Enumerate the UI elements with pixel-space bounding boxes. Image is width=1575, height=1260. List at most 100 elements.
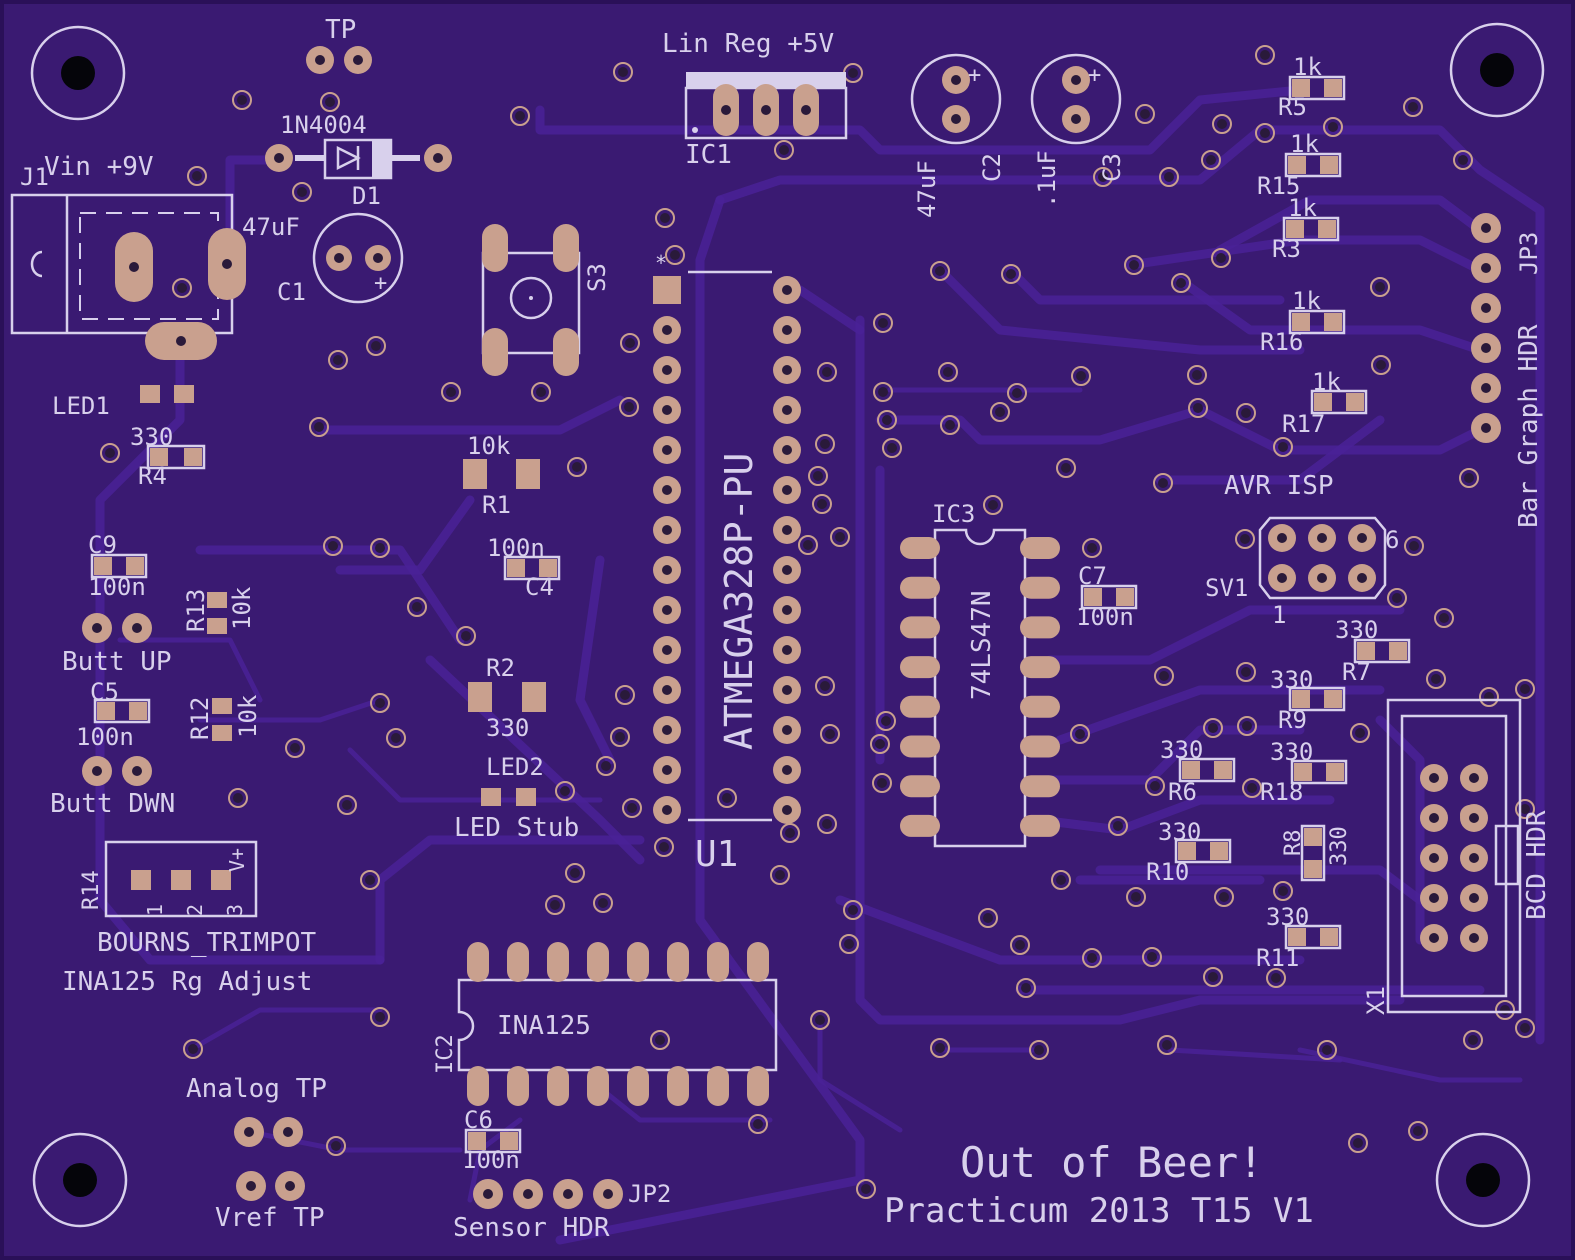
ic3-part: 74LS47N xyxy=(967,590,997,700)
r9-value: 330 xyxy=(1270,666,1313,694)
resistor-r1: 10k R1 xyxy=(463,432,540,519)
ic1-label: IC1 xyxy=(685,140,732,170)
avr-isp-label: AVR ISP xyxy=(1224,471,1334,501)
sensor-header-jp2: JP2 Sensor HDR xyxy=(453,1179,671,1243)
led1-label: LED1 xyxy=(52,392,110,420)
r1-value: 10k xyxy=(467,432,511,460)
bcd-header-x1: X1 BCD HDR xyxy=(1362,698,1552,1015)
ic3-pin xyxy=(1020,616,1060,639)
sensor-hdr-label: Sensor HDR xyxy=(453,1213,610,1243)
sv1-pin6: 6 xyxy=(1385,526,1399,554)
c2-value: 47uF xyxy=(913,160,941,218)
capacitor-c2: + 47uF C2 xyxy=(910,53,1006,218)
capacitor-c7: C7 100n xyxy=(1076,562,1138,631)
led2-label: LED2 xyxy=(486,753,544,781)
capacitor-c1: 47uF + C1 xyxy=(242,212,404,306)
ic2-pin xyxy=(587,1066,609,1106)
ic3-pin xyxy=(1020,537,1060,559)
r16-ref: R16 xyxy=(1260,328,1303,356)
x1-label: X1 xyxy=(1362,986,1390,1015)
resistor-r7: 330 R7 xyxy=(1335,616,1411,686)
ic3-pin xyxy=(900,616,940,639)
ic3-pin xyxy=(900,775,940,798)
r12-value: 10k xyxy=(234,694,262,738)
resistor-r2: R2 330 xyxy=(468,654,546,742)
r8-value: 330 xyxy=(1327,826,1352,866)
r9-ref: R9 xyxy=(1278,706,1307,734)
butt-dwn-label: Butt DWN xyxy=(50,789,175,819)
c1-ref: C1 xyxy=(277,278,306,306)
resistor-r11: 330 R11 xyxy=(1256,903,1342,972)
r12-ref: R12 xyxy=(186,697,214,740)
r10-ref: R10 xyxy=(1146,858,1189,886)
avr-isp-header: AVR ISP 6 SV1 1 xyxy=(1205,471,1399,629)
led-stub-label: LED Stub xyxy=(454,813,579,843)
r15-ref: R15 xyxy=(1257,172,1300,200)
ic3-pin xyxy=(900,576,940,599)
r2-value: 330 xyxy=(486,714,529,742)
ic2-pin xyxy=(707,1066,729,1106)
trim-pin2: 2 xyxy=(183,904,207,916)
r2-ref: R2 xyxy=(486,654,515,682)
ic2-pin xyxy=(547,1066,569,1106)
ic2-pin xyxy=(707,942,729,982)
capacitor-c9: C9 100n xyxy=(88,531,148,601)
r8-ref: R8 xyxy=(1281,830,1306,857)
power-jack-j1: J1 Vin +9V xyxy=(10,152,246,360)
c3-plus: + xyxy=(1088,63,1101,88)
c9-value: 100n xyxy=(88,573,146,601)
ic3-pin xyxy=(900,537,940,559)
ic2-ref: IC2 xyxy=(433,1034,458,1074)
via-icon xyxy=(100,45,1535,1199)
trimpot-r14: R14 1 2 3 V+ BOURNS_TRIMPOT INA125 Rg Ad… xyxy=(62,840,316,997)
r5-ref: R5 xyxy=(1278,93,1307,121)
ic2-pin xyxy=(747,942,769,982)
led2: LED2 LED Stub xyxy=(454,753,579,843)
ic3-pin xyxy=(1020,735,1060,758)
ic1-regulator: Lin Reg +5V IC1 xyxy=(662,29,848,170)
r6-ref: R6 xyxy=(1168,778,1197,806)
resistor-r10: 330 R10 xyxy=(1146,818,1232,886)
u1-ref: U1 xyxy=(695,834,738,875)
bourns-label: BOURNS_TRIMPOT xyxy=(97,928,316,958)
r3-ref: R3 xyxy=(1272,235,1301,263)
resistor-r15: 1k R15 xyxy=(1257,130,1342,200)
resistor-r8: R8 330 xyxy=(1281,824,1352,882)
s3-label: S3 xyxy=(583,263,611,292)
diode-value: 1N4004 xyxy=(280,111,367,139)
j1-label: J1 xyxy=(20,163,49,191)
ic2-pin xyxy=(467,1066,489,1106)
c4-ref: C4 xyxy=(525,573,554,601)
resistor-r9: 330 R9 xyxy=(1270,666,1346,734)
r7-ref: R7 xyxy=(1342,658,1371,686)
ic3-pin xyxy=(900,735,940,758)
r17-ref: R17 xyxy=(1282,410,1325,438)
analog-tp: Analog TP xyxy=(186,1074,327,1147)
ic3-pin xyxy=(900,814,940,837)
bcd-hdr-label: BCD HDR xyxy=(1522,810,1552,920)
c7-value: 100n xyxy=(1076,603,1134,631)
c5-value: 100n xyxy=(76,723,134,751)
r11-ref: R11 xyxy=(1256,944,1299,972)
ic3-pin xyxy=(1020,814,1060,837)
ic3-pin xyxy=(900,656,940,679)
board-title: Out of Beer! xyxy=(960,1138,1263,1187)
ic2-pin xyxy=(587,942,609,982)
resistor-r12: R12 10k xyxy=(186,694,262,741)
lin-reg-label: Lin Reg +5V xyxy=(662,29,834,59)
u1-atmega: * ATMEGA328P-PU U1 xyxy=(653,251,801,875)
r13-value: 10k xyxy=(228,586,256,630)
capacitor-c5: C5 100n xyxy=(76,678,151,751)
ic2-pin xyxy=(627,1066,649,1106)
ic2-pin xyxy=(507,942,529,982)
trim-pin3: 3 xyxy=(223,904,247,916)
ic3-decoder: IC3 74LS47N xyxy=(900,500,1060,848)
resistor-r5: 1k R5 xyxy=(1278,53,1346,121)
jp3-label: JP3 xyxy=(1515,232,1543,275)
trim-pin1: 1 xyxy=(143,904,167,916)
resistor-r4: 330 R4 xyxy=(130,423,206,490)
ic3-pin xyxy=(900,695,940,718)
